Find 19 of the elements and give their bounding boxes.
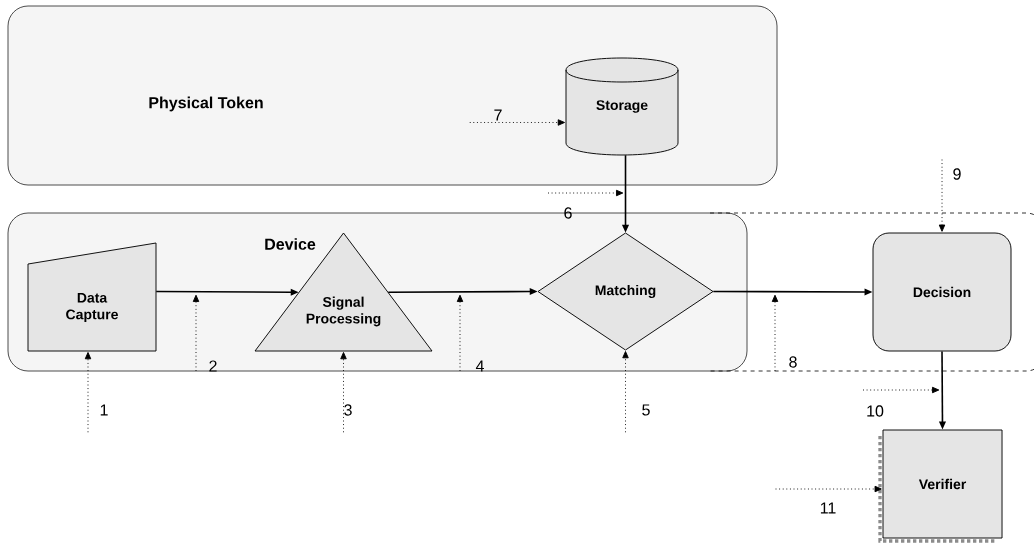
arrow [469, 119, 565, 126]
callout-number: 9 [953, 168, 961, 180]
arrow [938, 159, 946, 232]
process-box: Decision [872, 232, 1012, 352]
arrow [622, 351, 629, 433]
callout-number: 11 [820, 502, 836, 514]
arrow [775, 485, 882, 493]
callout-number: 10 [867, 405, 884, 417]
callout-number: 4 [475, 360, 484, 372]
process-box: Verifier [878, 429, 1003, 543]
callout-number: 8 [789, 356, 797, 368]
arrow [340, 352, 347, 433]
callout-number: 3 [344, 404, 352, 416]
callout-number: 7 [494, 109, 502, 121]
storage-cylinder: Storage [565, 57, 679, 156]
arrow [84, 352, 92, 433]
callout-number: 2 [209, 360, 217, 372]
callout-number: 1 [100, 404, 108, 416]
callout-number: 5 [642, 404, 650, 416]
